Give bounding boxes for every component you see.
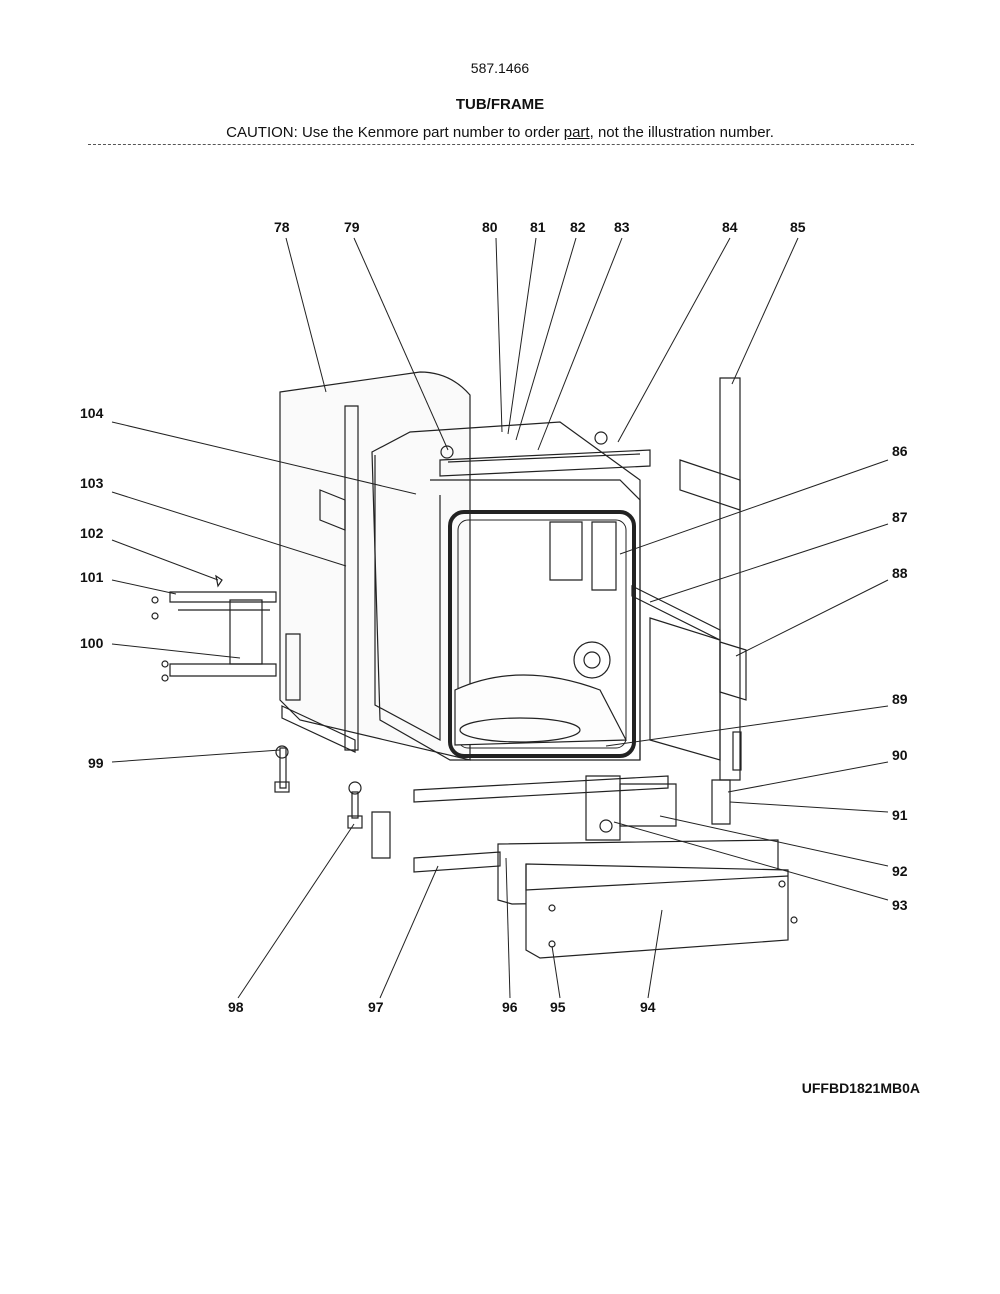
callout-86: 86 xyxy=(892,443,908,459)
callout-104: 104 xyxy=(80,405,104,421)
leveling-leg-left xyxy=(279,747,287,789)
kickplate-front xyxy=(525,863,789,959)
callout-92: 92 xyxy=(892,863,908,879)
callout-93: 93 xyxy=(892,897,908,913)
callout-89: 89 xyxy=(892,691,908,707)
front-rail-top xyxy=(413,775,669,803)
callout-88: 88 xyxy=(892,565,908,581)
callout-103: 103 xyxy=(80,475,104,491)
left-rail-bottom xyxy=(169,663,277,677)
callout-90: 90 xyxy=(892,747,908,763)
side-frame-right xyxy=(719,377,741,781)
callout-91: 91 xyxy=(892,807,908,823)
left-rail-top xyxy=(169,591,277,603)
callout-98: 98 xyxy=(228,999,244,1015)
callout-81: 81 xyxy=(530,219,546,235)
page-title: TUB/FRAME xyxy=(455,96,545,113)
callout-100: 100 xyxy=(80,635,104,651)
leveling-leg-front xyxy=(351,791,359,819)
front-rail-bottom xyxy=(413,851,501,873)
callout-78: 78 xyxy=(274,219,290,235)
part-link[interactable]: part xyxy=(563,124,590,141)
callout-79: 79 xyxy=(344,219,360,235)
callout-99: 99 xyxy=(88,755,104,771)
model-number: 587.1466 xyxy=(470,60,530,76)
caution-text: CAUTION: Use the Kenmore part number to … xyxy=(226,124,774,141)
callout-80: 80 xyxy=(482,219,498,235)
callout-94: 94 xyxy=(640,999,656,1015)
callout-101: 101 xyxy=(80,569,104,585)
callout-95: 95 xyxy=(550,999,566,1015)
callout-87: 87 xyxy=(892,509,908,525)
side-frame-left xyxy=(344,405,359,751)
header-divider xyxy=(88,144,914,145)
top-rail xyxy=(439,449,651,477)
door-gasket xyxy=(448,510,636,758)
callout-97: 97 xyxy=(368,999,384,1015)
callout-85: 85 xyxy=(790,219,806,235)
callout-84: 84 xyxy=(722,219,738,235)
callout-96: 96 xyxy=(502,999,518,1015)
callout-82: 82 xyxy=(570,219,586,235)
diagram-code: UFFBD1821MB0A xyxy=(801,1080,920,1096)
callout-83: 83 xyxy=(614,219,630,235)
callout-102: 102 xyxy=(80,525,104,541)
